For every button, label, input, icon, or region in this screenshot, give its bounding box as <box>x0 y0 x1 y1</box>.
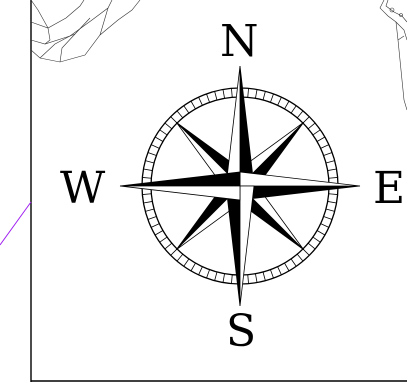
magenta-guide-line <box>0 202 31 245</box>
compass-ring-tick <box>248 88 249 97</box>
compass-ring-tick <box>278 97 282 105</box>
compass-ring-tick <box>328 169 337 171</box>
compass-ring-tick <box>326 209 335 211</box>
compass-point-light-half <box>226 66 240 186</box>
compass-ring-tick <box>329 194 338 195</box>
compass-ring-tick <box>155 137 163 142</box>
compass-ring-tick <box>303 249 309 255</box>
compass-ring-tick <box>321 224 329 228</box>
compass-rose-icon <box>120 66 360 306</box>
compass-ring-tick <box>148 216 156 219</box>
compass-ring-tick <box>278 267 282 275</box>
compass-ring-tick <box>206 270 209 278</box>
compass-point-light-half <box>240 172 360 186</box>
north-label: N <box>220 20 259 64</box>
compass-ring-tick <box>171 117 177 123</box>
compass-ring-tick <box>291 106 296 113</box>
compass-ring-tick <box>184 106 189 113</box>
compass-point-dark-half <box>120 172 240 186</box>
compass-point-dark-half <box>240 66 254 186</box>
compass-ring-tick <box>215 91 217 100</box>
compass-point-light-half <box>120 186 240 200</box>
compass-point-light-half <box>240 186 254 306</box>
compass-ring-tick <box>145 161 154 163</box>
compass-ring-tick <box>191 101 196 109</box>
compass-ring-tick <box>165 123 172 129</box>
compass-ring-tick <box>145 209 154 211</box>
compass-ring-tick <box>155 231 163 236</box>
compass-ring-tick <box>165 243 172 249</box>
compass-ring-tick <box>177 111 183 118</box>
compass-ring-tick <box>317 137 325 142</box>
compass-ring-tick <box>328 201 337 203</box>
compass-ring-tick <box>321 145 329 149</box>
compass-ring-tick <box>160 237 167 242</box>
compass-ring-tick <box>285 263 290 271</box>
compass-ring-tick <box>263 91 265 100</box>
compass-ring-tick <box>324 216 332 219</box>
compass-ring-tick <box>255 89 257 98</box>
compass-ring-tick <box>177 254 183 261</box>
compass-ring-tick <box>199 267 203 275</box>
compass-ring-tick <box>191 263 196 271</box>
compass-point-dark-half <box>240 186 360 200</box>
compass-ring-tick <box>324 152 332 155</box>
compass-star-points <box>120 66 360 306</box>
compass-ring-tick <box>326 161 335 163</box>
east-label: E <box>373 167 405 211</box>
compass-ring-tick <box>171 249 177 255</box>
compass-ring-tick <box>308 243 315 249</box>
compass-ring-tick <box>231 88 232 97</box>
compass-ring-tick <box>142 194 151 195</box>
compass-ring-tick <box>270 270 273 278</box>
south-label: S <box>226 310 256 354</box>
map-contour-fragment-left <box>31 0 140 62</box>
compass-ring-tick <box>143 201 152 203</box>
compass-ring-tick <box>285 101 290 109</box>
compass-ring-tick <box>206 94 209 102</box>
compass-ring-tick <box>231 275 232 284</box>
compass-ring-tick <box>308 123 315 129</box>
compass-ring-tick <box>223 274 225 283</box>
compass-ring-tick <box>223 89 225 98</box>
compass-ring-tick <box>151 145 159 149</box>
compass-ring-tick <box>291 259 296 266</box>
compass-point-dark-half <box>226 186 240 306</box>
compass-ring-tick <box>297 254 303 261</box>
map-contour-fragment-right <box>380 0 407 110</box>
compass-ring-tick <box>151 224 159 228</box>
compass-ring-tick <box>270 94 273 102</box>
compass-ring-tick <box>263 272 265 281</box>
compass-ring-tick <box>313 130 320 135</box>
compass-ring-tick <box>199 97 203 105</box>
compass-ring-tick <box>303 117 309 123</box>
compass-ring-tick <box>142 177 151 178</box>
compass-ring-tick <box>313 237 320 242</box>
west-label: W <box>60 167 105 211</box>
compass-ring-tick <box>184 259 189 266</box>
compass-ring-tick <box>248 275 249 284</box>
compass-ring-tick <box>143 169 152 171</box>
compass-ring-tick <box>297 111 303 118</box>
compass-ring-tick <box>255 274 257 283</box>
compass-ring-tick <box>160 130 167 135</box>
compass-ring-tick <box>215 272 217 281</box>
compass-ring-tick <box>329 177 338 178</box>
compass-ring-tick <box>317 231 325 236</box>
compass-ring-tick <box>148 152 156 155</box>
